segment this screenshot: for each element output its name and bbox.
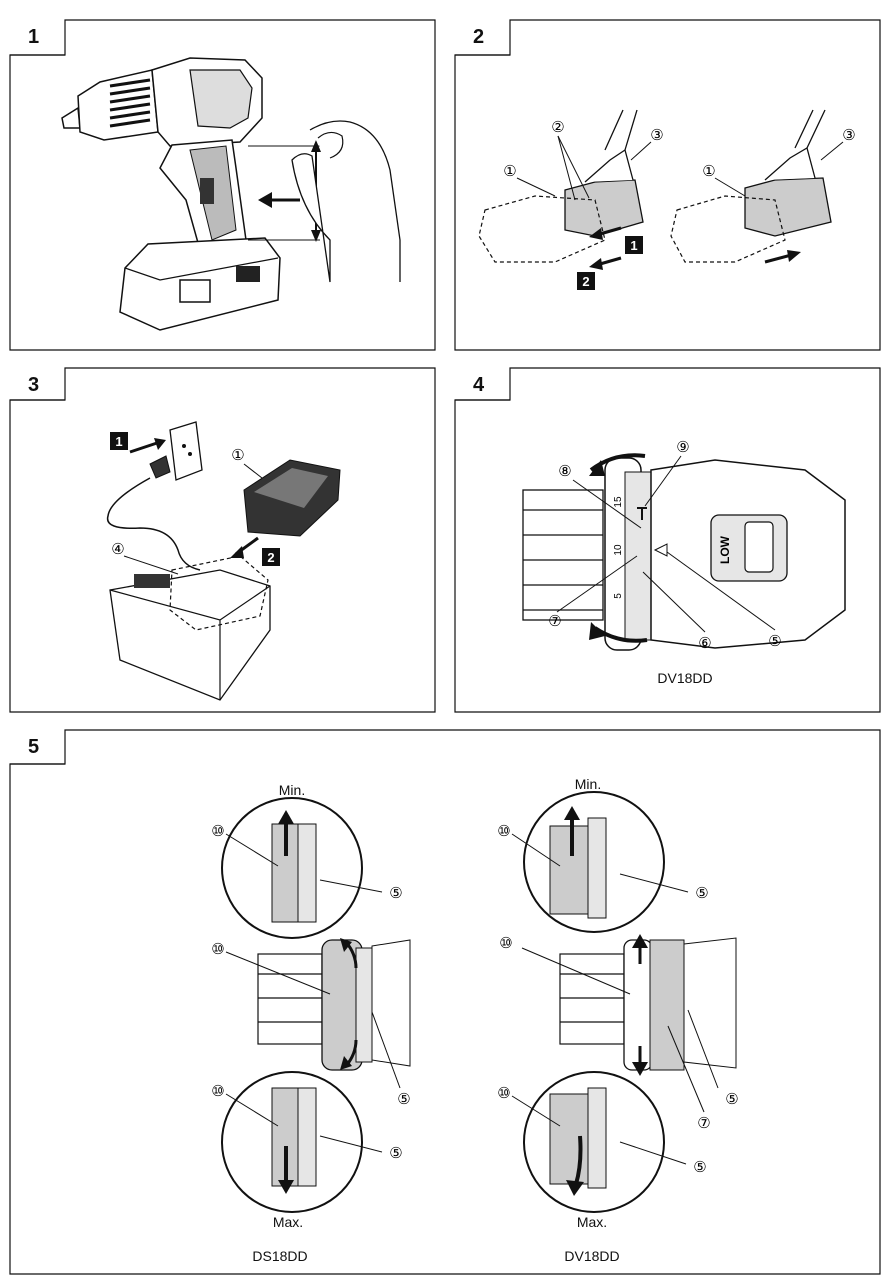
callout-tool-3b: ③: [842, 127, 855, 144]
panel-4-frame: [454, 367, 881, 713]
panel-3-number: 3: [28, 374, 40, 396]
panel-4: 4 LOW 15 10 5: [445, 360, 889, 716]
ds-callout-5-top: ⑤: [389, 885, 402, 902]
panel-5-frame: [9, 729, 881, 1275]
drill-illustration: [61, 57, 401, 331]
p3-callout-charger: ④: [111, 541, 124, 558]
battery-removal-illustration: 1 2 ① ② ③ ① ③: [478, 109, 856, 290]
ds-callout-5-bot: ⑤: [389, 1145, 402, 1162]
dv-callout-10-mid: ⑩: [499, 935, 512, 952]
step-1-label: 1: [630, 238, 637, 253]
dv-callout-5-mid: ⑤: [725, 1091, 738, 1108]
panel-1-number: 1: [28, 26, 40, 48]
panel-3-frame: [9, 367, 436, 713]
scale-5: 5: [613, 593, 624, 599]
callout-battery-1b: ①: [702, 163, 715, 180]
callout-tool-3: ③: [650, 127, 663, 144]
dv-max-label: Max.: [576, 1214, 608, 1230]
step-2-label: 2: [582, 274, 589, 289]
panel-5: 5 Min. Max. DS18DD: [0, 716, 889, 1283]
panel-2-number: 2: [473, 26, 485, 48]
panel-4-number: 4: [473, 374, 485, 396]
callout-latch: ②: [551, 119, 564, 136]
callout-battery-1: ①: [503, 163, 516, 180]
ds-max-label: Max.: [272, 1214, 304, 1230]
dv-callout-10-bot: ⑩: [497, 1085, 510, 1102]
dv18dd-illustration: ⑩ ⑤ ⑩ ⑤ ⑦ ⑩ ⑤: [497, 791, 739, 1213]
panel-3: 3 1 2 ① ④: [0, 360, 445, 716]
low-button-label: LOW: [718, 535, 732, 564]
panel-2-frame: [454, 19, 881, 351]
ds-model-label: DS18DD: [252, 1248, 308, 1264]
p3-step-1: 1: [115, 434, 122, 449]
p3-callout-battery: ①: [231, 447, 244, 464]
panel-1-frame: [9, 19, 436, 351]
ds-callout-10-bot: ⑩: [211, 1083, 224, 1100]
panel-4-caption: DV18DD: [657, 670, 713, 686]
scale-10: 10: [613, 544, 624, 556]
ds-callout-10-mid: ⑩: [211, 941, 224, 958]
callout-5: ⑤: [768, 633, 781, 650]
dv-callout-7: ⑦: [697, 1115, 710, 1132]
scale-15: 15: [613, 496, 624, 508]
dv-model-label: DV18DD: [564, 1248, 620, 1264]
dv-callout-5-top: ⑤: [695, 885, 708, 902]
panel-2: 2 1 2 ① ② ③ ① ③: [445, 0, 889, 360]
dv-callout-10-top: ⑩: [497, 823, 510, 840]
ds-callout-10-top: ⑩: [211, 823, 224, 840]
callout-7: ⑦: [548, 613, 561, 630]
callout-6: ⑥: [698, 635, 711, 652]
panel-1: 1: [0, 0, 445, 360]
dv-min-label: Min.: [574, 776, 602, 792]
clutch-dial-illustration: LOW 15 10 5 ⑨ ⑧ ⑦ ⑥ ⑤: [522, 439, 846, 652]
callout-9: ⑨: [676, 439, 689, 456]
charger-illustration: 1 2 ① ④: [106, 421, 341, 701]
callout-8: ⑧: [558, 463, 571, 480]
ds-callout-5-mid: ⑤: [397, 1091, 410, 1108]
ds-min-label: Min.: [278, 782, 306, 798]
ds18dd-illustration: ⑩ ⑤ ⑩ ⑤ ⑩ ⑤: [211, 797, 411, 1213]
panel-5-number: 5: [28, 736, 40, 758]
p3-step-2: 2: [267, 550, 274, 565]
dv-callout-5-bot: ⑤: [693, 1159, 706, 1176]
